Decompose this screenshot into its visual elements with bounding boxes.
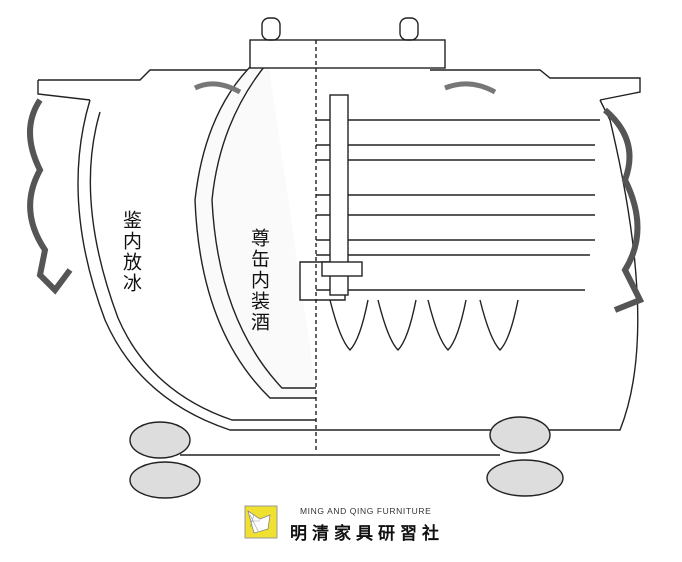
fou-vessel-section	[194, 61, 316, 399]
dragon-handle-left	[27, 98, 73, 295]
wine-label: 尊缶内装酒	[248, 228, 270, 333]
dragon-handle-right	[603, 107, 645, 313]
feet	[129, 416, 564, 499]
brand-logo-icon	[244, 505, 278, 539]
brand-english-name: MING AND QING FURNITURE	[300, 506, 432, 516]
wine-spout	[321, 94, 363, 296]
lid-decoration	[193, 81, 497, 95]
exterior-bands	[299, 119, 600, 351]
lid	[249, 39, 446, 69]
rim	[37, 69, 641, 101]
basin-outline	[77, 99, 639, 431]
ice-label: 鉴内放冰	[120, 210, 142, 294]
brand-chinese-name: 明清家具研習社	[290, 524, 444, 544]
